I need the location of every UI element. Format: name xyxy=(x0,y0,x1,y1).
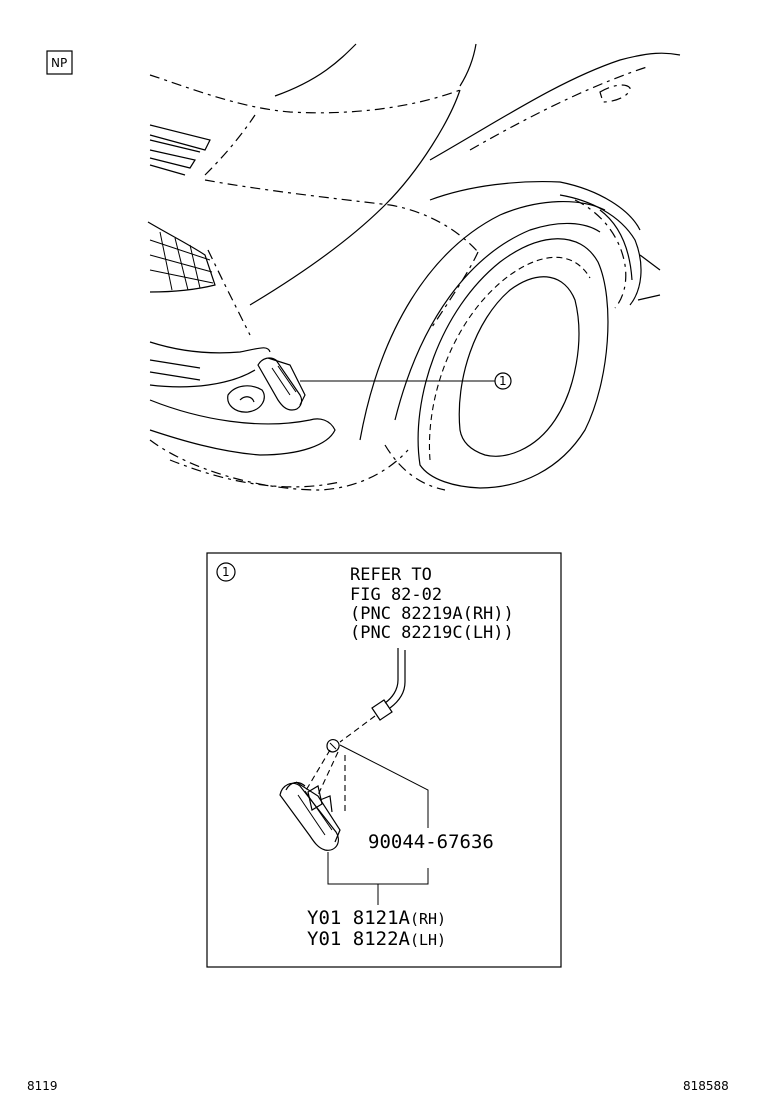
callout-1-number: 1 xyxy=(499,374,507,388)
lamp-part-lh-side: (LH) xyxy=(410,931,446,949)
side-marker-lamp xyxy=(279,781,341,851)
refer-note: REFER TO FIG 82-02 (PNC 82219A(RH)) (PNC… xyxy=(350,565,514,643)
lamp-part-rh-side: (RH) xyxy=(410,910,446,928)
bulb xyxy=(326,739,340,753)
np-badge: NP xyxy=(46,50,73,75)
detail-callout-number: 1 xyxy=(222,565,230,579)
refer-line-4: (PNC 82219C(LH)) xyxy=(350,623,514,643)
footer-left: 8119 xyxy=(27,1079,58,1093)
detail-callout-1: 1 xyxy=(216,562,236,582)
lamp-part-rh-code: Y01 8121A xyxy=(307,907,411,929)
refer-line-3: (PNC 82219A(RH)) xyxy=(350,604,514,624)
refer-line-1: REFER TO xyxy=(350,565,432,585)
refer-line-2: FIG 82-02 xyxy=(350,585,442,605)
lamp-part-rh: Y01 8121A(RH) xyxy=(307,907,446,929)
side-marker-lamp-on-vehicle xyxy=(257,357,306,411)
detail-panel: 1 REFER TO FIG 82-02 (PNC 82219A(RH)) (P… xyxy=(206,552,562,968)
callout-1: 1 xyxy=(494,372,512,390)
bulb-part-number: 90044-67636 xyxy=(368,831,494,853)
footer-right: 818588 xyxy=(683,1079,729,1093)
vehicle-front-illustration: 1 xyxy=(147,43,681,491)
socket-wire xyxy=(371,648,406,721)
lamp-part-list: Y01 8121A(RH) Y01 8122A(LH) xyxy=(307,907,446,950)
np-label: NP xyxy=(51,56,67,70)
lamp-part-lh-code: Y01 8122A xyxy=(307,928,411,950)
lamp-part-lh: Y01 8122A(LH) xyxy=(307,928,446,950)
